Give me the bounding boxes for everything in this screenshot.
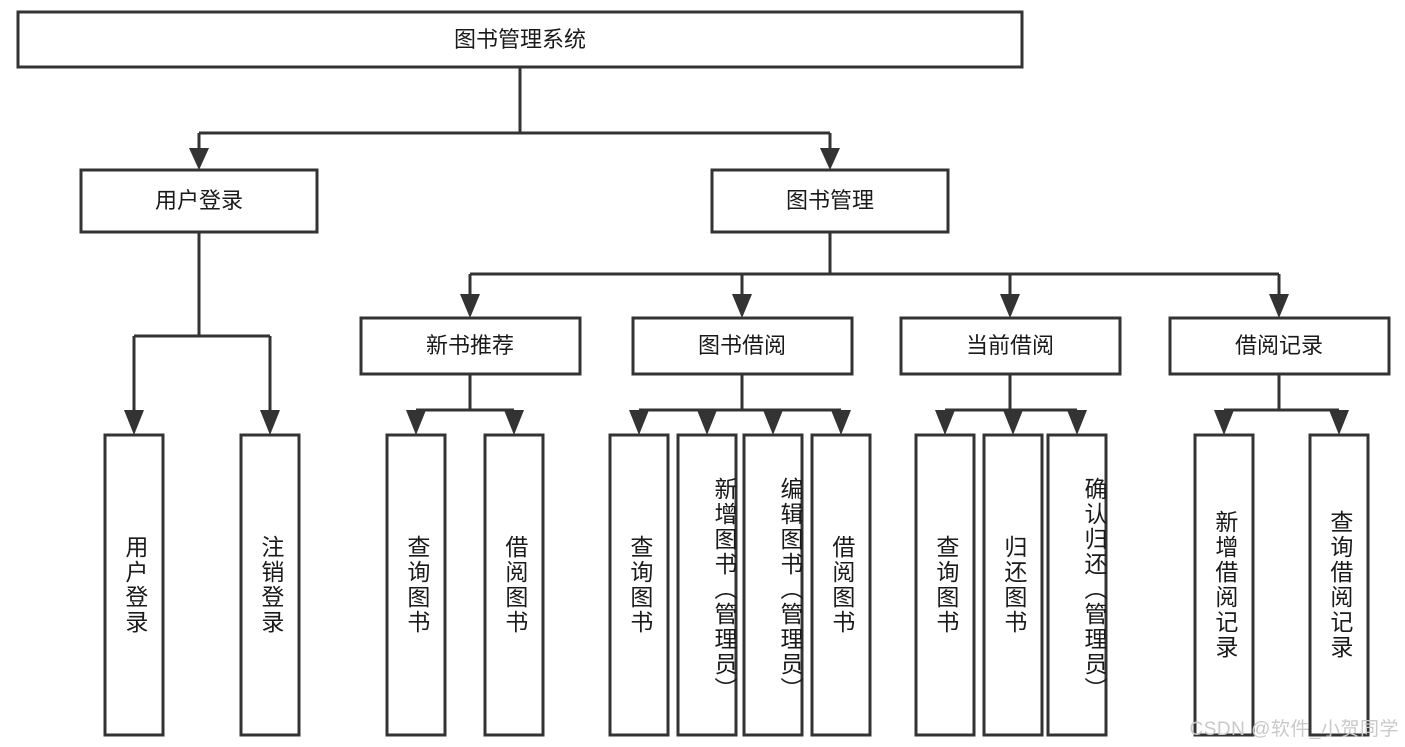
connector-group-current-borrow: [935, 374, 1087, 435]
arrow-head-current-borrow: [1000, 294, 1020, 318]
arrow-head-leaf-edit-book: [763, 410, 783, 435]
arrow-head-leaf-query-book-current: [935, 410, 955, 435]
leaf-box-user-login[interactable]: [103, 433, 165, 737]
leaf-box-borrow-book-recommend[interactable]: [483, 433, 545, 737]
arrow-head-book-management: [820, 148, 840, 170]
leaf-box-query-book-borrow[interactable]: [608, 433, 670, 737]
leaf-box-logout[interactable]: [239, 433, 301, 737]
node-new-book-recommend[interactable]: 新书推荐: [359, 316, 582, 376]
leaf-box-query-book-current[interactable]: [914, 433, 976, 737]
node-book-borrow-rect[interactable]: [631, 316, 854, 376]
connector-group-root: [189, 67, 840, 170]
node-book-borrow-label: 图书借阅: [698, 333, 786, 358]
leaf-box-borrow-book[interactable]: [810, 433, 872, 737]
node-borrow-record-rect[interactable]: [1168, 316, 1391, 376]
node-book-management[interactable]: 图书管理: [710, 168, 950, 234]
arrow-head-book-borrow: [732, 294, 752, 318]
node-root[interactable]: 图书管理系统: [16, 10, 1024, 69]
arrow-head-leaf-confirm-return: [1067, 410, 1087, 435]
leaf-boxes-group: [103, 433, 1370, 737]
arrow-head-leaf-query-book-recommend: [406, 410, 426, 435]
connector-group-borrow-record: [1214, 374, 1349, 435]
arrow-head-leaf-borrow-book: [831, 410, 851, 435]
csdn-watermark: CSDN @软件_小贺同学: [1189, 719, 1399, 740]
leaf-box-edit-book[interactable]: [742, 433, 804, 737]
arrow-head-leaf-logout: [260, 410, 280, 435]
arrow-head-leaf-query-book-borrow: [629, 410, 649, 435]
node-current-borrow-rect[interactable]: [899, 316, 1122, 376]
arrow-head-leaf-add-book: [697, 410, 717, 435]
leaf-box-query-borrow-record[interactable]: [1308, 433, 1370, 737]
arrow-head-leaf-return-book: [1003, 410, 1023, 435]
leaf-box-confirm-return[interactable]: [1046, 433, 1108, 737]
node-user-login-label: 用户登录: [155, 188, 243, 213]
node-current-borrow-label: 当前借阅: [966, 333, 1054, 358]
arrow-head-user-login: [189, 148, 209, 170]
node-root-rect[interactable]: [16, 10, 1024, 69]
connector-group-book-borrow: [629, 374, 851, 435]
node-new-book-recommend-rect[interactable]: [359, 316, 582, 376]
node-new-book-recommend-label: 新书推荐: [426, 333, 514, 358]
node-user-login-rect[interactable]: [79, 168, 319, 234]
arrow-head-leaf-query-borrow-record: [1329, 410, 1349, 435]
node-borrow-record-label: 借阅记录: [1235, 333, 1323, 358]
arrow-head-leaf-add-borrow-record: [1214, 410, 1234, 435]
node-book-management-rect[interactable]: [710, 168, 950, 234]
connector-group-user-login: [124, 232, 280, 435]
arrow-head-new-book-recommend: [460, 294, 480, 318]
connector-group-book-management: [460, 232, 1289, 318]
node-book-management-label: 图书管理: [786, 188, 874, 213]
node-current-borrow[interactable]: 当前借阅: [899, 316, 1122, 376]
node-book-borrow[interactable]: 图书借阅: [631, 316, 854, 376]
leaf-box-add-book[interactable]: [676, 433, 738, 737]
arrow-head-leaf-borrow-book-recommend: [504, 410, 524, 435]
node-user-login[interactable]: 用户登录: [79, 168, 319, 234]
node-borrow-record[interactable]: 借阅记录: [1168, 316, 1391, 376]
arrow-head-leaf-user-login: [124, 410, 144, 435]
connector-group-new-book-recommend: [406, 374, 524, 435]
leaf-box-return-book[interactable]: [982, 433, 1044, 737]
leaf-box-add-borrow-record[interactable]: [1193, 433, 1255, 737]
leaf-box-query-book-recommend[interactable]: [385, 433, 447, 737]
node-root-label: 图书管理系统: [454, 27, 586, 52]
arrow-head-borrow-record: [1269, 294, 1289, 318]
